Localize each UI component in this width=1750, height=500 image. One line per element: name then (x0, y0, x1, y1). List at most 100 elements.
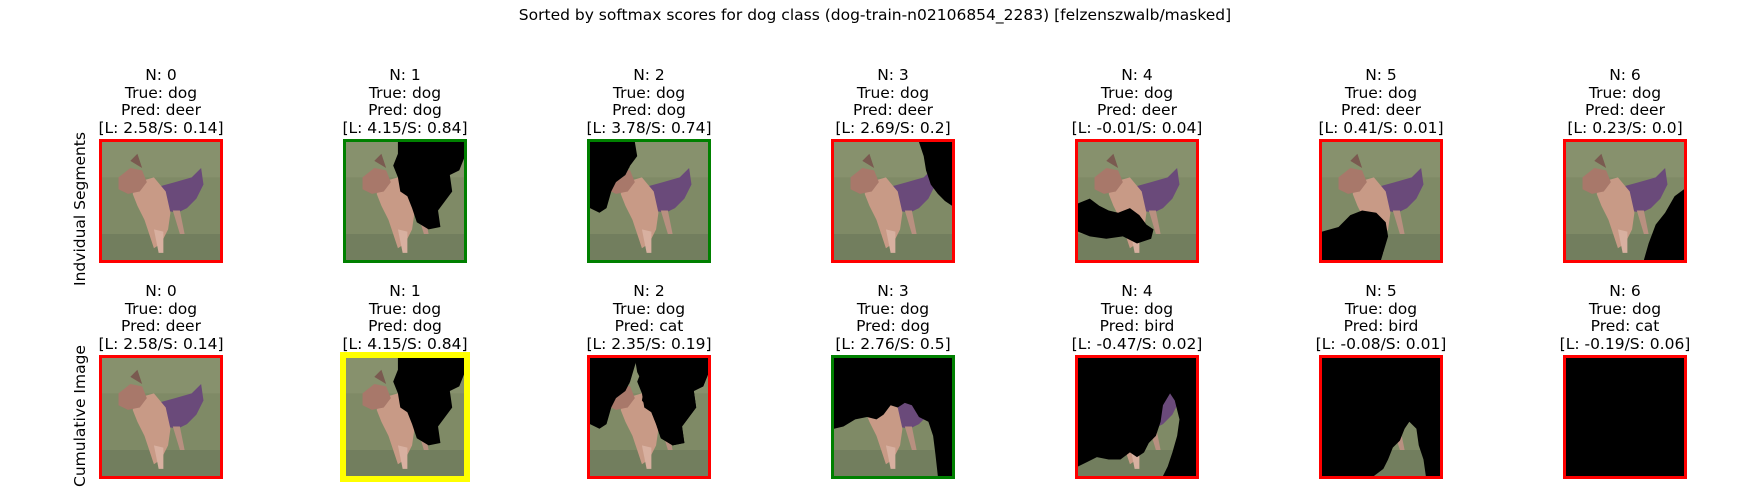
true-class-label: True: dog (856, 299, 930, 318)
background-patch (1566, 142, 1684, 178)
predicted-class-label: Pred: cat (1590, 317, 1660, 335)
background-patch (102, 142, 220, 178)
dog-hind-leg-shape (1636, 210, 1649, 235)
image-panel (343, 139, 467, 263)
dog-ear-shape (1594, 153, 1607, 168)
predicted-class-label: Pred: cat (614, 317, 684, 335)
masked-region (834, 358, 952, 476)
logit-softmax-label: [L: 4.15/S: 0.84] (342, 334, 468, 353)
dog-body-shape (620, 393, 659, 465)
dog-image (1078, 358, 1196, 476)
image-panel (587, 139, 711, 263)
dog-image (102, 142, 220, 260)
true-class-label: True: dog (368, 83, 442, 102)
image-panel (340, 352, 470, 482)
segment-number-label: N: 6 (1609, 282, 1641, 300)
dog-body-shape (376, 177, 415, 249)
true-class-label: True: dog (1344, 299, 1418, 318)
masked-region (1078, 198, 1154, 244)
background-patch (102, 358, 220, 394)
dog-leg-shape (641, 229, 652, 253)
masked-region (590, 358, 638, 429)
logit-softmax-label: [L: 2.76/S: 0.5] (835, 334, 951, 353)
dog-image (834, 142, 952, 260)
logit-softmax-label: [L: 0.23/S: 0.0] (1567, 118, 1683, 137)
masked-region (393, 142, 464, 230)
dog-head-shape (1582, 167, 1611, 194)
image-panel (1319, 355, 1443, 479)
logit-softmax-label: [L: 2.58/S: 0.14] (98, 334, 224, 353)
logit-softmax-label: [L: 2.69/S: 0.2] (835, 118, 951, 137)
predicted-class-label: Pred: bird (1343, 317, 1419, 335)
dog-leg-shape (641, 445, 652, 469)
predicted-class-label: Pred: dog (368, 317, 442, 335)
predicted-class-label: Pred: dog (856, 317, 930, 335)
dog-image (1566, 358, 1684, 476)
dog-head-shape (118, 167, 147, 194)
row-label-cumulative-image: Cumulative Image (71, 345, 89, 487)
dog-hind-leg-shape (1392, 210, 1405, 235)
image-panel (587, 355, 711, 479)
image-panel (1563, 139, 1687, 263)
true-class-label: True: dog (1588, 83, 1662, 102)
true-class-label: True: dog (124, 299, 198, 318)
segment-number-label: N: 0 (145, 66, 177, 84)
true-class-label: True: dog (1100, 83, 1174, 102)
dog-image (346, 358, 464, 476)
segment-number-label: N: 0 (145, 282, 177, 300)
logit-softmax-label: [L: -0.01/S: 0.04] (1071, 118, 1203, 137)
dog-ear-shape (130, 153, 143, 168)
dog-hind-leg-shape (660, 210, 673, 235)
masked-region (637, 358, 708, 446)
dog-image (1322, 358, 1440, 476)
image-panel (99, 139, 223, 263)
dog-image (102, 358, 220, 476)
dog-head-shape (362, 167, 391, 194)
logit-softmax-label: [L: -0.47/S: 0.02] (1071, 334, 1203, 353)
logit-softmax-label: [L: 0.41/S: 0.01] (1318, 118, 1444, 137)
dog-head-shape (118, 383, 147, 410)
dog-head-shape (850, 167, 879, 194)
row-label-individual-segments: Indvidual Segments (71, 132, 89, 286)
dog-ear-shape (130, 369, 143, 384)
logit-softmax-label: [L: -0.19/S: 0.06] (1559, 334, 1691, 353)
segment-number-label: N: 1 (389, 282, 421, 300)
dog-hind-leg-shape (904, 210, 917, 235)
dog-body-shape (132, 177, 171, 249)
image-panel (1563, 355, 1687, 479)
dog-body-shape (1596, 177, 1635, 249)
logit-softmax-label: [L: 2.35/S: 0.19] (586, 334, 712, 353)
dog-image (1322, 142, 1440, 260)
predicted-class-label: Pred: dog (368, 101, 442, 119)
dog-body-shape (132, 393, 171, 465)
logit-softmax-label: [L: 2.58/S: 0.14] (98, 118, 224, 137)
dog-ear-shape (374, 153, 387, 168)
background-patch (1078, 142, 1196, 178)
masked-region (393, 358, 464, 446)
image-panel (99, 355, 223, 479)
dog-ear-shape (1350, 153, 1363, 168)
dog-leg-shape (153, 445, 164, 469)
segment-number-label: N: 2 (633, 66, 665, 84)
segment-number-label: N: 3 (877, 66, 909, 84)
dog-leg-shape (1617, 229, 1628, 253)
masked-region (1078, 358, 1196, 476)
dog-body-shape (376, 393, 415, 465)
true-class-label: True: dog (612, 299, 686, 318)
dog-leg-shape (885, 229, 896, 253)
segment-number-label: N: 3 (877, 282, 909, 300)
image-panel (831, 139, 955, 263)
dog-hind-leg-shape (172, 210, 185, 235)
segment-number-label: N: 5 (1365, 282, 1397, 300)
dog-head-shape (1338, 167, 1367, 194)
